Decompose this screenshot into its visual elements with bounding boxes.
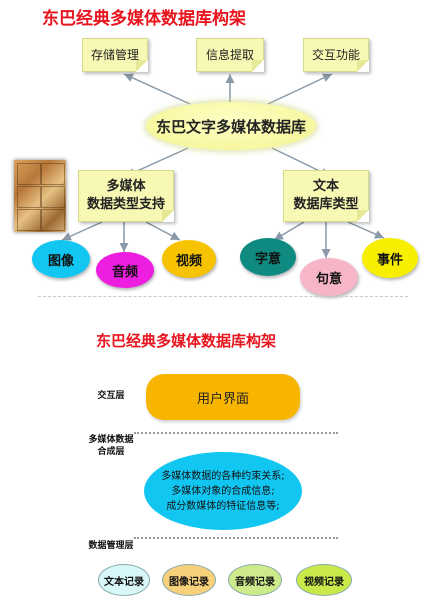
top-title: 东巴经典多媒体数据库构架: [42, 9, 246, 29]
module-extraction: 信息提取: [196, 38, 264, 72]
text-record-label: 文本记录: [104, 576, 144, 588]
layer-composition-label: 多媒体数据 合成层: [84, 434, 138, 458]
multimedia-support-node: 多媒体 数据类型支持: [78, 170, 174, 222]
arrow-to-image: [61, 221, 103, 241]
word-meaning-label: 字意: [254, 251, 281, 267]
user-interface-label: 用户界面: [196, 391, 249, 407]
multimedia-support-line2: 数据类型支持: [86, 197, 165, 212]
text-db-type-line2: 数据库类型: [293, 197, 359, 212]
composition-line-1: 多媒体数据的各种约束关系;: [161, 470, 285, 482]
image-oval-label: 图像: [47, 253, 74, 269]
arrow-to-video: [145, 221, 181, 241]
separator-top: [134, 432, 338, 434]
manuscript-photo: [14, 160, 66, 232]
sentence-meaning-oval: 句意: [300, 258, 358, 296]
text-db-type-node: 文本 数据库类型: [283, 170, 369, 222]
layer-interaction-label: 交互层: [97, 391, 125, 401]
composition-ellipse: 多媒体数据的各种约束关系; 多媒体对象的合成信息; 成分数媒体的特征信息等;: [144, 452, 302, 530]
module-storage-label: 存储管理: [90, 48, 139, 62]
module-interaction-label: 交互功能: [311, 48, 360, 62]
composition-line-2: 多媒体对象的合成信息;: [171, 485, 275, 497]
layer-management-label: 数据管理层: [88, 541, 134, 551]
text-record-oval: 文本记录: [98, 564, 150, 596]
module-storage: 存储管理: [82, 38, 148, 72]
center-database-label: 东巴文字多媒体数据库: [155, 117, 306, 136]
image-record-label: 图像记录: [169, 576, 209, 588]
user-interface-box: 用户界面: [146, 374, 300, 420]
bottom-title: 东巴经典多媒体数据库构架: [96, 332, 277, 350]
image-oval: 图像: [32, 240, 90, 278]
arrow-to-storage: [123, 73, 191, 105]
module-interaction: 交互功能: [303, 38, 369, 72]
separator-bottom: [134, 537, 338, 539]
audio-oval: 音频: [96, 252, 154, 288]
arrow-to-word: [273, 221, 305, 241]
event-oval: 事件: [362, 238, 418, 278]
module-extraction-label: 信息提取: [205, 48, 254, 62]
center-database-node: 东巴文字多媒体数据库: [146, 102, 316, 150]
video-record-label: 视频记录: [304, 576, 344, 588]
multimedia-support-line1: 多媒体: [106, 179, 146, 194]
video-oval: 视频: [162, 240, 216, 278]
audio-record-label: 音频记录: [235, 576, 275, 588]
video-record-oval: 视频记录: [296, 564, 352, 596]
event-oval-label: 事件: [376, 252, 403, 268]
arrow-to-interaction: [267, 73, 333, 105]
layer-composition-line2: 合成层: [97, 447, 125, 457]
word-meaning-oval: 字意: [240, 238, 296, 276]
video-oval-label: 视频: [175, 253, 202, 269]
audio-oval-label: 音频: [111, 264, 138, 280]
audio-record-oval: 音频记录: [228, 564, 282, 596]
composition-line-3: 成分数媒体的特征信息等;: [166, 500, 280, 512]
sentence-meaning-label: 句意: [315, 271, 342, 287]
image-record-oval: 图像记录: [162, 564, 216, 596]
layer-composition-line1: 多媒体数据: [88, 435, 134, 445]
section-divider: [38, 296, 408, 297]
arrow-to-event: [347, 221, 385, 239]
text-db-type-line1: 文本: [312, 179, 339, 194]
